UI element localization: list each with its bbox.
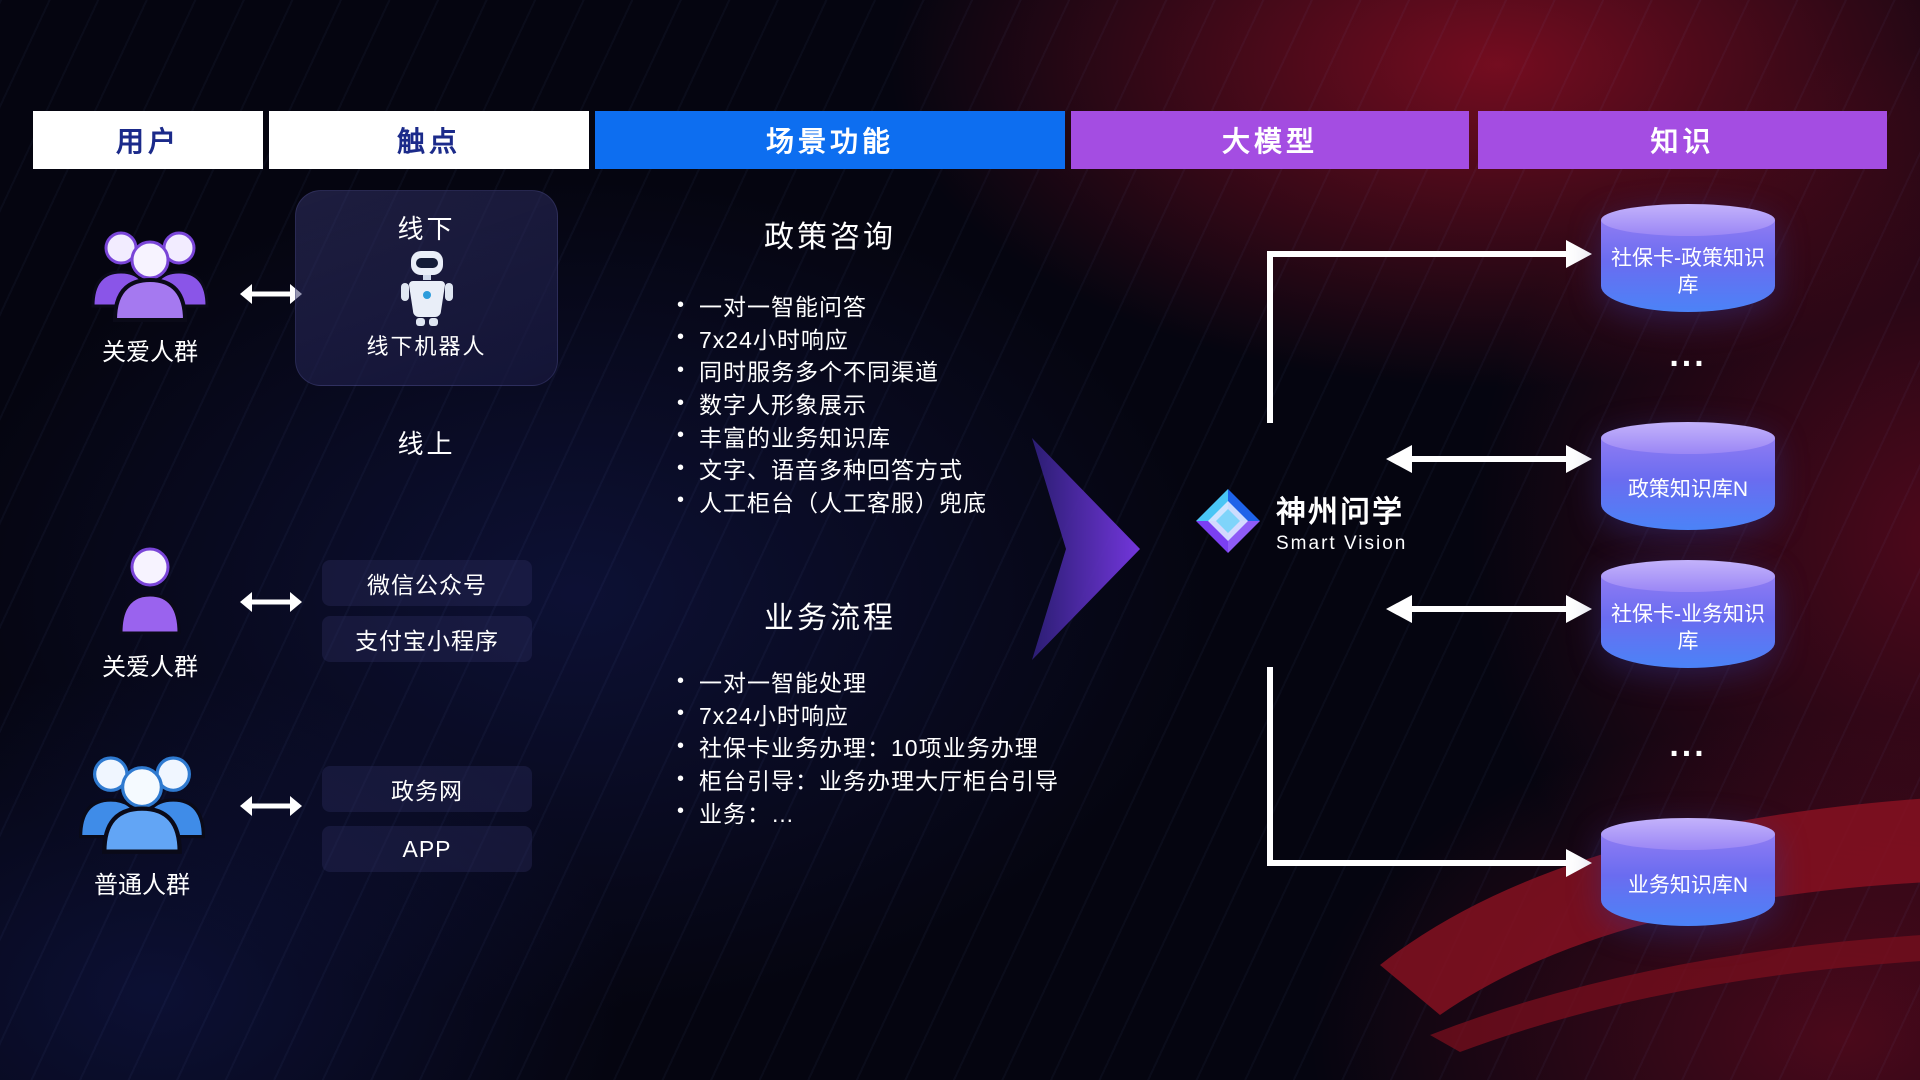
model-name: 神州问学 [1276,496,1404,529]
user-group-label: 关爱人群 [102,654,198,681]
knowledge-db-label: 业务知识库N [1627,874,1749,898]
channel-app: APP [322,826,532,872]
ellipsis-dots: ... [1669,336,1707,374]
column-header-users: 用户 [33,111,263,169]
scene-policy-item: 文字、语音多种回答方式 [677,452,987,485]
scene-business-item: 柜台引导：业务办理大厅柜台引导 [677,763,1059,796]
channel-alipay: 支付宝小程序 [322,616,532,662]
cylinder-top [1601,818,1775,850]
scene-business-item: 一对一智能处理 [677,665,1059,698]
offline-robot-label: 线下机器人 [366,334,487,359]
column-header-model: 大模型 [1071,111,1469,169]
scene-policy-title: 政策咨询 [764,221,896,254]
people-group-icon [91,231,209,322]
column-header-users-label: 用户 [115,126,180,157]
cylinder-top [1601,560,1775,592]
cylinder-top [1601,204,1775,236]
user-group-general: 普通人群 [52,745,232,900]
diamond-logo-icon [1196,489,1260,553]
online-title: 线上 [397,429,456,459]
model-logo: 神州问学 Smart Vision [1194,487,1407,555]
robot-icon [400,250,453,326]
channel-label: APP [402,835,452,862]
people-group-icon [78,756,206,854]
offline-touchpoint-card: 线下 线下机器人 [295,190,558,386]
scene-policy-item: 同时服务多个不同渠道 [677,354,987,387]
scene-policy-item: 一对一智能问答 [677,289,987,322]
channel-label: 支付宝小程序 [355,628,499,654]
scene-business-item: 业务：… [677,795,1059,828]
flow-arrow-icon [1032,438,1140,660]
model-logo-text: 神州问学 Smart Vision [1276,487,1407,555]
scene-policy-list: 一对一智能问答 7x24小时响应 同时服务多个不同渠道 数字人形象展示 丰富的业… [677,289,987,517]
scene-business-item: 7x24小时响应 [677,698,1059,731]
column-header-scenes-label: 场景功能 [765,126,894,157]
double-arrow-icon [240,592,302,612]
scene-policy-item: 数字人形象展示 [677,387,987,420]
scene-policy-item: 丰富的业务知识库 [677,419,987,452]
knowledge-db-label: 社保卡-业务知识库 [1611,602,1765,653]
knowledge-db-label: 政策知识库N [1627,478,1749,502]
model-subtitle: Smart Vision [1276,533,1408,554]
column-header-touchpoints: 触点 [269,111,589,169]
knowledge-db-label: 社保卡-政策知识库 [1611,246,1765,297]
knowledge-db-business-sscard: 社保卡-业务知识库 [1601,560,1775,668]
offline-title: 线下 [397,214,456,244]
column-header-touchpoints-label: 触点 [396,126,461,157]
scene-policy-item: 7x24小时响应 [677,322,987,355]
user-single-care: 关爱人群 [60,545,240,682]
channel-label: 政务网 [391,778,463,804]
scene-policy-item: 人工柜台（人工客服）兜底 [677,485,987,518]
channel-label: 微信公众号 [367,572,487,598]
scene-business-title: 业务流程 [764,602,896,635]
cylinder-top [1601,422,1775,454]
person-icon [119,547,181,635]
knowledge-db-business-n: 业务知识库N [1601,818,1775,926]
knowledge-db-policy-n: 政策知识库N [1601,422,1775,530]
scene-business-list: 一对一智能处理 7x24小时响应 社保卡业务办理：10项业务办理 柜台引导：业务… [677,665,1059,828]
column-header-knowledge-label: 知识 [1650,126,1715,157]
column-header-model-label: 大模型 [1221,126,1318,157]
user-group-label: 普通人群 [94,872,190,899]
user-group-label: 关爱人群 [102,339,198,366]
knowledge-db-policy-sscard: 社保卡-政策知识库 [1601,204,1775,312]
ellipsis-dots: ... [1669,726,1707,764]
column-header-knowledge: 知识 [1478,111,1887,169]
channel-gov-web: 政务网 [322,766,532,812]
channel-wechat: 微信公众号 [322,560,532,606]
double-arrow-icon [240,796,302,816]
scene-business-item: 社保卡业务办理：10项业务办理 [677,730,1059,763]
column-header-scenes: 场景功能 [595,111,1065,169]
user-group-care-1: 关爱人群 [60,222,240,367]
